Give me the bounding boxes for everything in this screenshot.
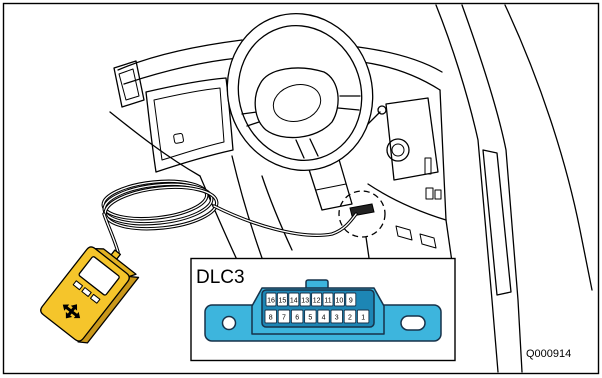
connector-mount-slot-right <box>401 316 425 330</box>
pin-number-3: 3 <box>335 315 339 322</box>
pin-number-10: 10 <box>336 298 344 305</box>
figure-code: Q000914 <box>526 348 571 360</box>
pin-number-15: 15 <box>279 298 287 305</box>
pin-number-7: 7 <box>282 315 286 322</box>
pin-number-4: 4 <box>322 315 326 322</box>
pin-number-14: 14 <box>290 298 298 305</box>
pin-number-5: 5 <box>308 315 312 322</box>
pin-number-8: 8 <box>269 315 273 322</box>
pin-number-16: 16 <box>267 298 275 305</box>
connector-mount-hole-left <box>223 317 236 330</box>
pin-number-9: 9 <box>349 298 353 305</box>
pin-number-1: 1 <box>361 315 365 322</box>
pin-number-13: 13 <box>301 298 309 305</box>
dlc3-label: DLC3 <box>196 267 245 288</box>
steering-wheel-pad <box>255 68 338 138</box>
pin-number-11: 11 <box>324 298 331 305</box>
pin-number-12: 12 <box>313 298 321 305</box>
pin-number-6: 6 <box>295 315 299 322</box>
pin-number-2: 2 <box>348 315 352 322</box>
